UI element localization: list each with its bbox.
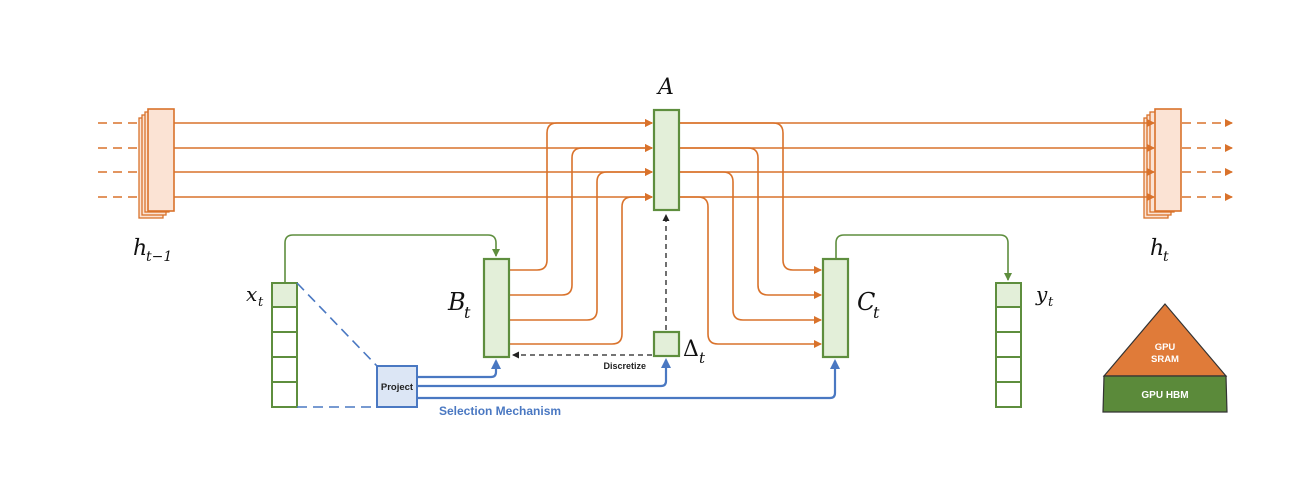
c-to-y-arrow (835, 234, 1012, 281)
hbm-tier (1102, 375, 1228, 413)
x-label: xt (246, 282, 264, 310)
state-lines-out-of-a (679, 119, 1155, 201)
incoming-dashed-arrows (98, 119, 148, 201)
project-label: Project (381, 382, 414, 393)
b-to-a-connections (509, 119, 653, 345)
y-output-column (995, 282, 1022, 408)
selection-mechanism-label: Selection Mechanism (439, 404, 561, 418)
discretize-label: Discretize (603, 361, 646, 371)
h-next-state-block (1143, 108, 1182, 219)
hbm-label: GPU HBM (1141, 390, 1188, 401)
sram-tier (1102, 303, 1228, 377)
h-prev-state-block (138, 108, 175, 219)
a-label: A (656, 75, 674, 100)
selection-arrows (417, 358, 840, 400)
project-to-c-arrow (417, 359, 840, 400)
b-matrix-block (482, 257, 511, 359)
delta-block (652, 330, 681, 358)
project-box (376, 365, 418, 408)
a-to-c-connections (679, 122, 822, 348)
a-matrix-block (652, 108, 681, 212)
c-matrix-block (821, 257, 850, 359)
memory-hierarchy-pyramid: GPU SRAM GPU HBM (1102, 303, 1228, 413)
b-label: Bt (447, 288, 471, 322)
x-to-b-arrow (284, 234, 500, 283)
h-next-label: ht (1150, 236, 1169, 265)
sram-label-line1: GPU (1155, 342, 1176, 353)
delta-label: Δt (683, 337, 706, 367)
state-lines-into-a (174, 119, 653, 201)
h-prev-label: ht−1 (133, 236, 172, 265)
y-label: yt (1035, 282, 1054, 310)
project-to-delta-arrow (417, 358, 671, 388)
sram-label-line2: SRAM (1151, 354, 1179, 365)
project-to-b-arrow (417, 359, 501, 379)
outgoing-dashed-arrows (1182, 119, 1233, 201)
x-input-column (271, 282, 298, 408)
c-label: Ct (857, 288, 880, 322)
projection-dash-top (296, 282, 378, 367)
